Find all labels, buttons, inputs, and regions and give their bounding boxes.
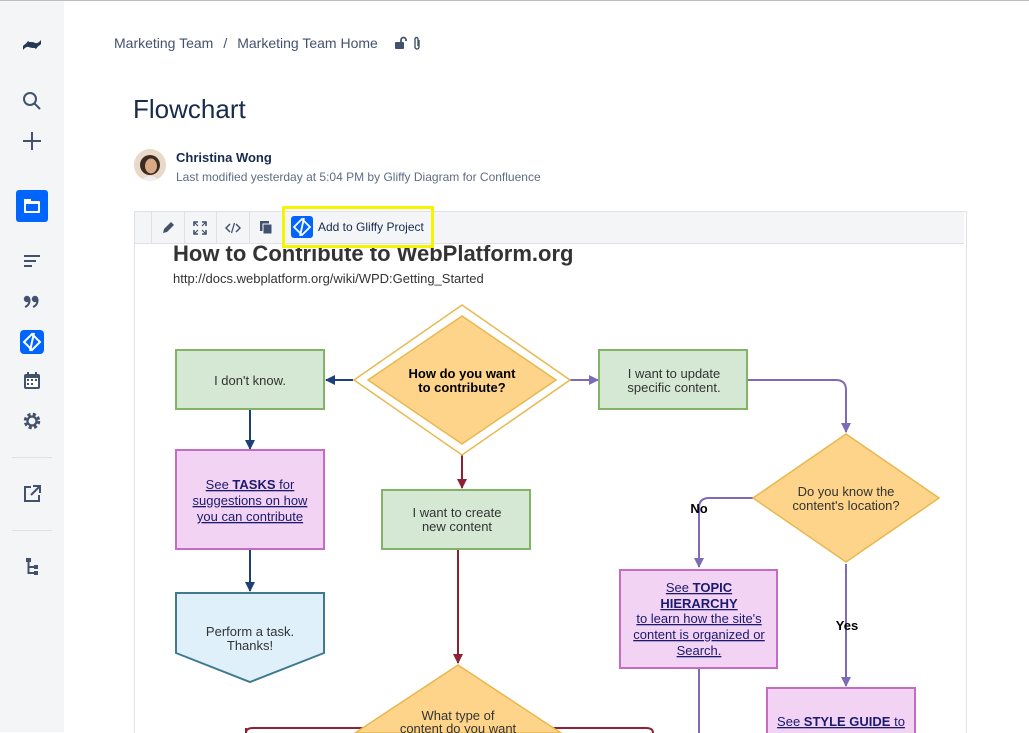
decision-location[interactable] — [751, 433, 941, 563]
node-topic-line5[interactable]: Search. — [677, 643, 722, 658]
search-icon[interactable] — [16, 85, 48, 117]
node-tasks-line2[interactable]: suggestions on how — [193, 493, 309, 508]
fullscreen-icon[interactable] — [184, 212, 217, 243]
gliffy-diagram: How to Contribute to WebPlatform.org htt… — [134, 211, 967, 733]
plus-icon[interactable] — [16, 125, 48, 157]
diagram-url: http://docs.webplatform.org/wiki/WPD:Get… — [173, 271, 484, 286]
node-topic-line3[interactable]: to learn how the site's — [636, 611, 762, 626]
gear-icon[interactable] — [16, 405, 48, 437]
sidebar-divider — [12, 530, 52, 531]
quote-icon[interactable] — [16, 285, 48, 317]
node-topic-text: See — [666, 580, 693, 595]
tree-icon[interactable] — [16, 551, 48, 583]
decision-type-line2: content do you want — [400, 721, 517, 733]
node-dont-know[interactable] — [175, 349, 325, 410]
diagram-title: How to Contribute to WebPlatform.org — [173, 241, 573, 266]
node-create-line2: new content — [422, 519, 492, 534]
node-update-line1: I want to update — [628, 366, 721, 381]
flowchart-canvas: How to Contribute to WebPlatform.org htt… — [173, 241, 941, 733]
breadcrumb-page[interactable]: Marketing Team Home — [237, 35, 378, 51]
node-tasks[interactable] — [175, 449, 325, 550]
connector-arrow — [748, 379, 851, 433]
node-update-line2: specific content. — [627, 380, 720, 395]
external-link-icon[interactable] — [16, 478, 48, 510]
decision-location-line1: Do you know the — [798, 484, 895, 499]
confluence-logo-icon[interactable] — [16, 29, 48, 61]
node-topic-line2[interactable]: HIERARCHY — [660, 596, 738, 611]
node-style-text: See — [777, 714, 804, 729]
calendar-icon[interactable] — [16, 365, 48, 397]
author-name[interactable]: Christina Wong — [176, 150, 272, 165]
node-style-keyword: STYLE GUIDE — [804, 714, 891, 729]
connector-arrow — [694, 497, 753, 568]
copy-icon[interactable] — [250, 212, 283, 243]
node-perform-line1: Perform a task. — [206, 624, 294, 639]
node-update[interactable] — [598, 349, 748, 410]
decision-type-line1: What type of — [422, 708, 495, 723]
node-style-link[interactable]: See STYLE GUIDE to — [777, 714, 905, 729]
sidebar — [0, 1, 64, 732]
pages-icon[interactable] — [16, 190, 48, 222]
sidebar-divider — [12, 457, 52, 458]
node-topic-line4[interactable]: content is organized or — [633, 627, 765, 642]
gliffy-icon — [291, 216, 313, 238]
breadcrumb-space[interactable]: Marketing Team — [114, 35, 214, 51]
edit-icon[interactable] — [151, 212, 185, 243]
add-to-gliffy-label: Add to Gliffy Project — [318, 220, 424, 234]
node-tasks-text: for — [276, 477, 295, 492]
node-style-text: to — [890, 714, 904, 729]
last-modified: Last modified yesterday at 5:04 PM by Gl… — [176, 170, 541, 184]
attachment-icon[interactable] — [412, 36, 422, 51]
node-topic-link[interactable]: See TOPIC — [666, 580, 733, 595]
gliffy-icon[interactable] — [16, 326, 48, 358]
add-to-gliffy-project-button[interactable]: Add to Gliffy Project — [287, 213, 430, 241]
decision-content-type[interactable] — [353, 664, 563, 733]
node-dont-know-label: I don't know. — [214, 373, 286, 388]
node-tasks-keyword: TASKS — [232, 477, 275, 492]
node-tasks-link[interactable]: See TASKS for — [206, 477, 295, 492]
breadcrumb: Marketing Team / Marketing Team Home — [114, 35, 422, 51]
decision-contribute-line1: How do you want — [409, 366, 517, 381]
unlock-icon[interactable] — [394, 36, 408, 50]
diagram-toolbar — [135, 212, 964, 244]
node-create[interactable] — [381, 489, 531, 550]
decision-contribute-line2: to contribute? — [418, 380, 505, 395]
avatar[interactable] — [134, 149, 166, 181]
node-tasks-line3[interactable]: you can contribute — [197, 509, 303, 524]
decision-contribute[interactable] — [366, 315, 558, 445]
node-tasks-text: See — [206, 477, 233, 492]
label-no: No — [690, 501, 707, 516]
node-style-guide[interactable] — [766, 687, 916, 733]
label-yes: Yes — [836, 618, 858, 633]
list-icon[interactable] — [16, 245, 48, 277]
page-title: Flowchart — [133, 94, 246, 124]
decision-location-line2: content's location? — [792, 498, 899, 513]
node-create-line1: I want to create — [413, 505, 502, 520]
breadcrumb-separator: / — [223, 35, 228, 51]
node-topic-hierarchy[interactable] — [619, 569, 778, 669]
node-perform-line2: Thanks! — [227, 638, 273, 653]
node-perform-task[interactable] — [175, 592, 325, 684]
embed-icon[interactable] — [217, 212, 250, 243]
node-topic-keyword: TOPIC — [693, 580, 733, 595]
top-border — [0, 0, 1029, 1]
